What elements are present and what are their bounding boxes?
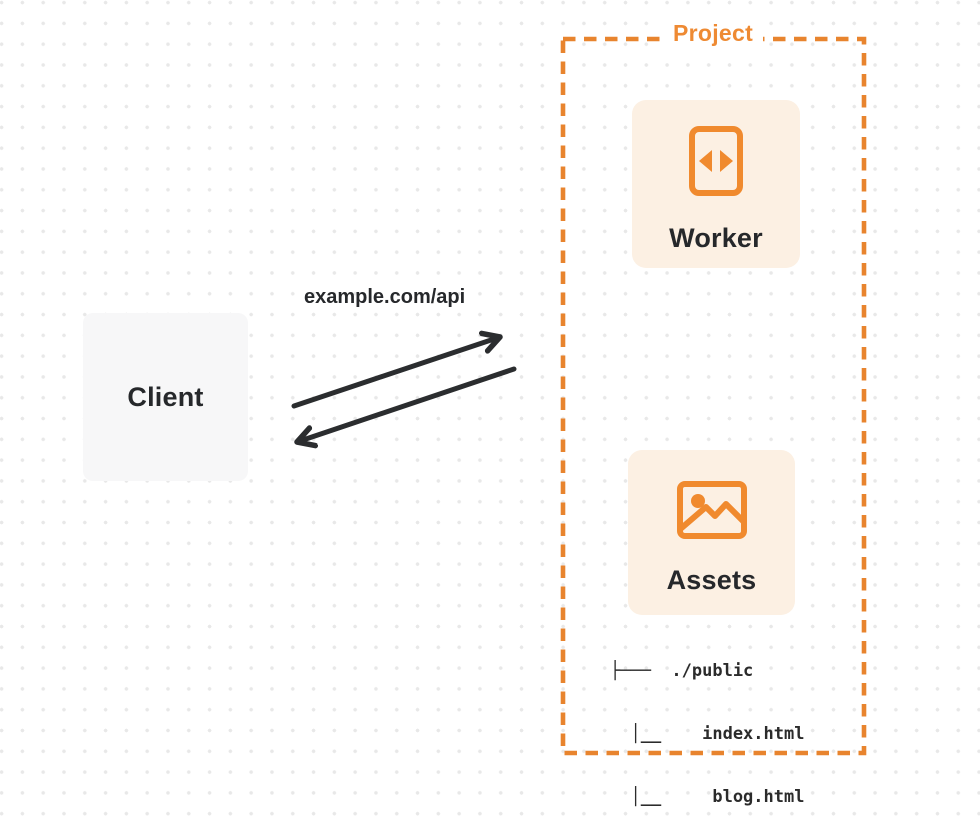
worker-node: Worker <box>632 100 800 268</box>
file-tree-item: │__ index.html <box>610 724 805 744</box>
code-file-icon <box>689 126 743 201</box>
image-icon <box>676 481 747 544</box>
response-arrow <box>297 366 517 442</box>
worker-label: Worker <box>669 223 763 253</box>
client-node: Client <box>83 313 248 481</box>
request-url-label: example.com/api <box>304 286 466 308</box>
project-title: Project <box>663 20 763 47</box>
file-tree-root: ├─── ./public <box>610 661 754 681</box>
file-tree-item: │__ blog.html <box>610 787 805 807</box>
assets-label: Assets <box>666 565 757 595</box>
client-label: Client <box>127 381 204 412</box>
assets-node: Assets <box>628 450 795 615</box>
request-arrow <box>291 337 500 409</box>
file-tree: ├─── ./public │__ index.html │__ blog.ht… <box>610 619 804 818</box>
